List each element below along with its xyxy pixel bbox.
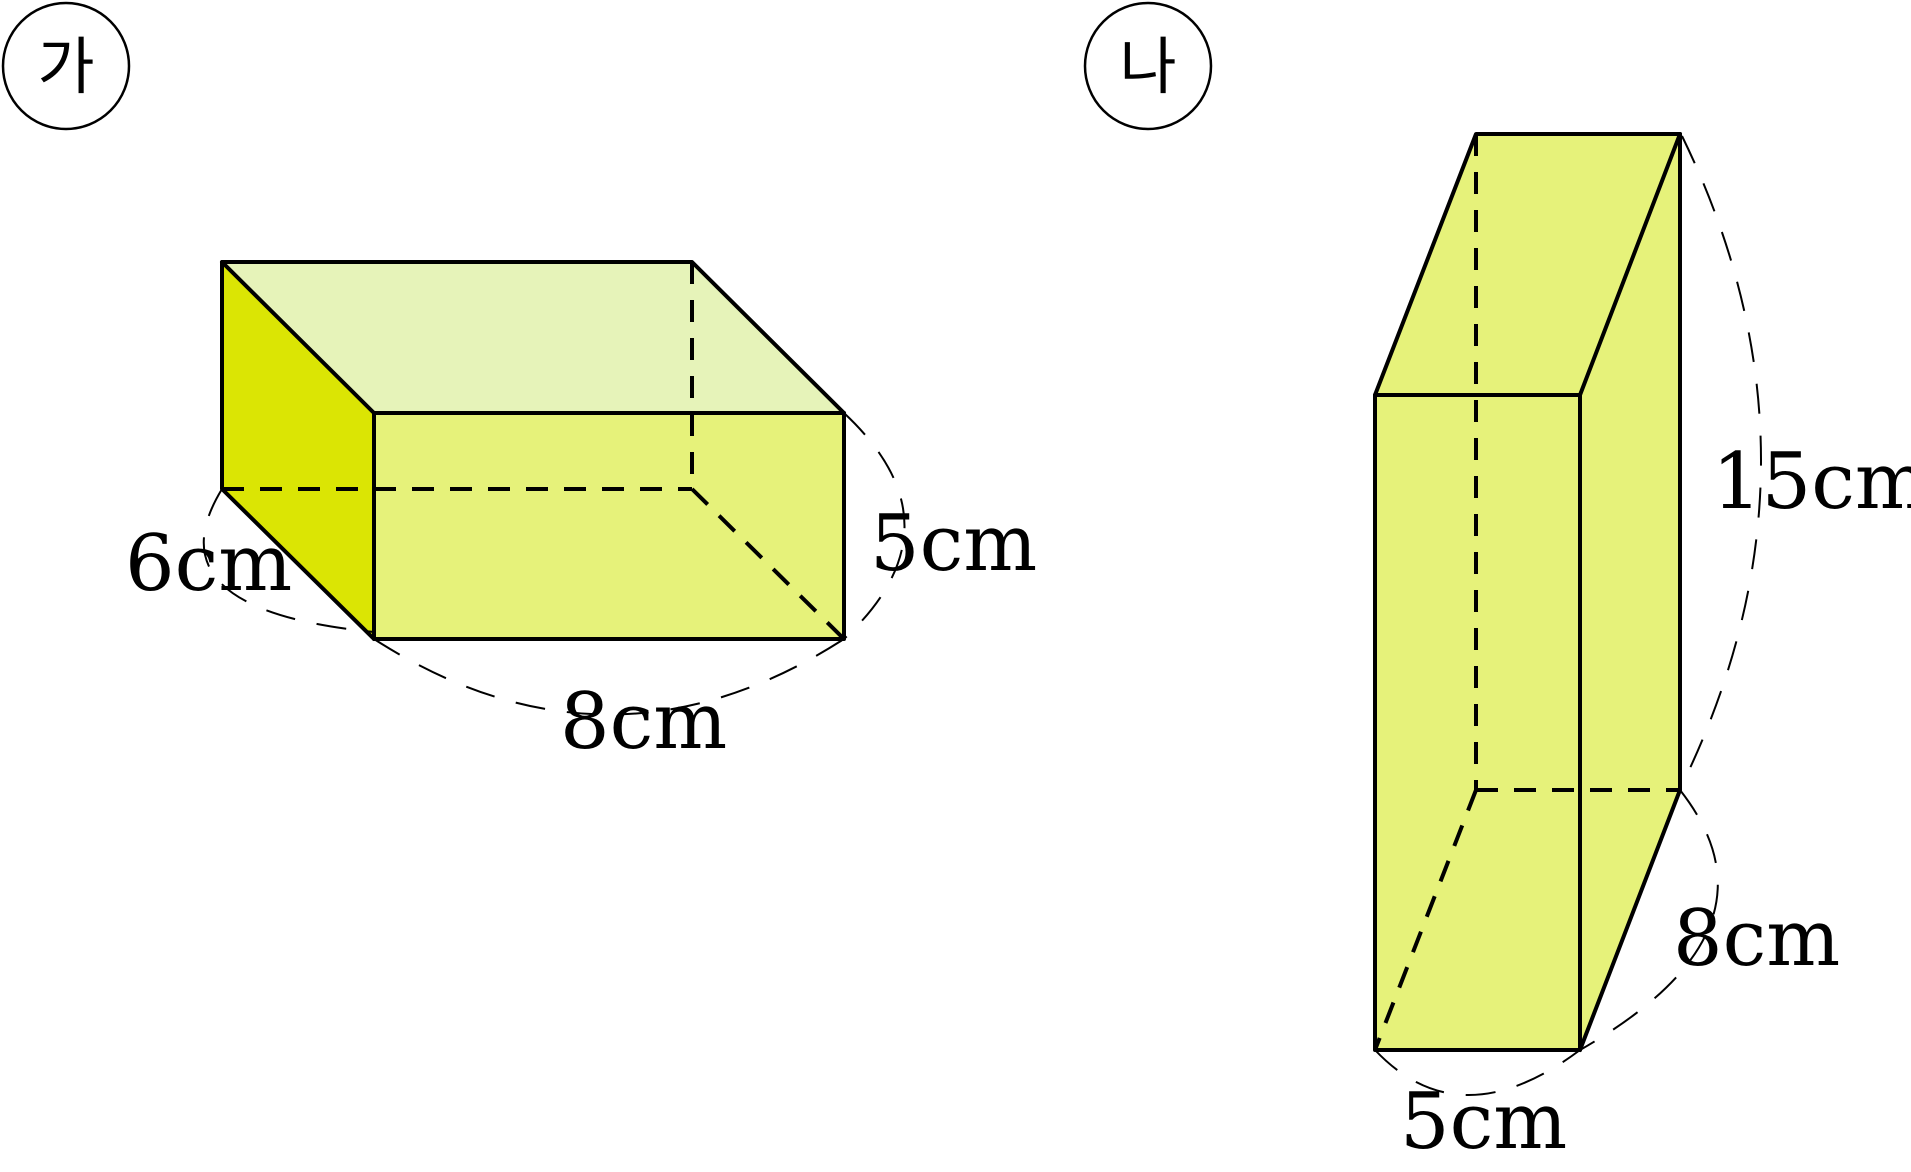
ga-dimension-arcs [202,412,906,716]
ga-front-face [374,413,844,639]
na-right-face [1580,134,1680,1050]
ga-height-label: 5cm [870,499,1037,589]
marker-na-label: 나 [1119,30,1176,103]
ga-top-face [222,262,844,413]
na-height-arc [1681,135,1762,786]
na-visible-edges [1373,132,1682,1052]
ga-width-label: 8cm [560,677,727,767]
ga-depth-arc [202,488,375,633]
marker-ga: 가 [1,1,131,131]
na-height-label: 15cm [1712,437,1911,527]
na-depth-label: 8cm [1673,894,1840,984]
marker-na: 나 [1083,1,1213,131]
na-depth-arc [1579,789,1719,1051]
marker-na-circle [1083,1,1213,131]
marker-ga-circle [1,1,131,131]
ga-hidden-edges [222,262,846,641]
na-hidden-edges [1373,134,1680,1051]
marker-ga-label: 가 [37,30,94,103]
figure-na: 나 15cm 8cm 5cm [1083,1,1911,1167]
ga-depth-label: 6cm [125,519,292,609]
na-dimension-arcs [1374,135,1762,1096]
ga-left-face [222,262,374,639]
figure-ga: 가 6cm 8cm 5cm [1,1,1037,767]
na-width-label: 5cm [1400,1077,1567,1167]
ga-height-arc [843,412,906,640]
ga-width-arc [373,638,845,716]
na-width-arc [1374,1049,1581,1096]
